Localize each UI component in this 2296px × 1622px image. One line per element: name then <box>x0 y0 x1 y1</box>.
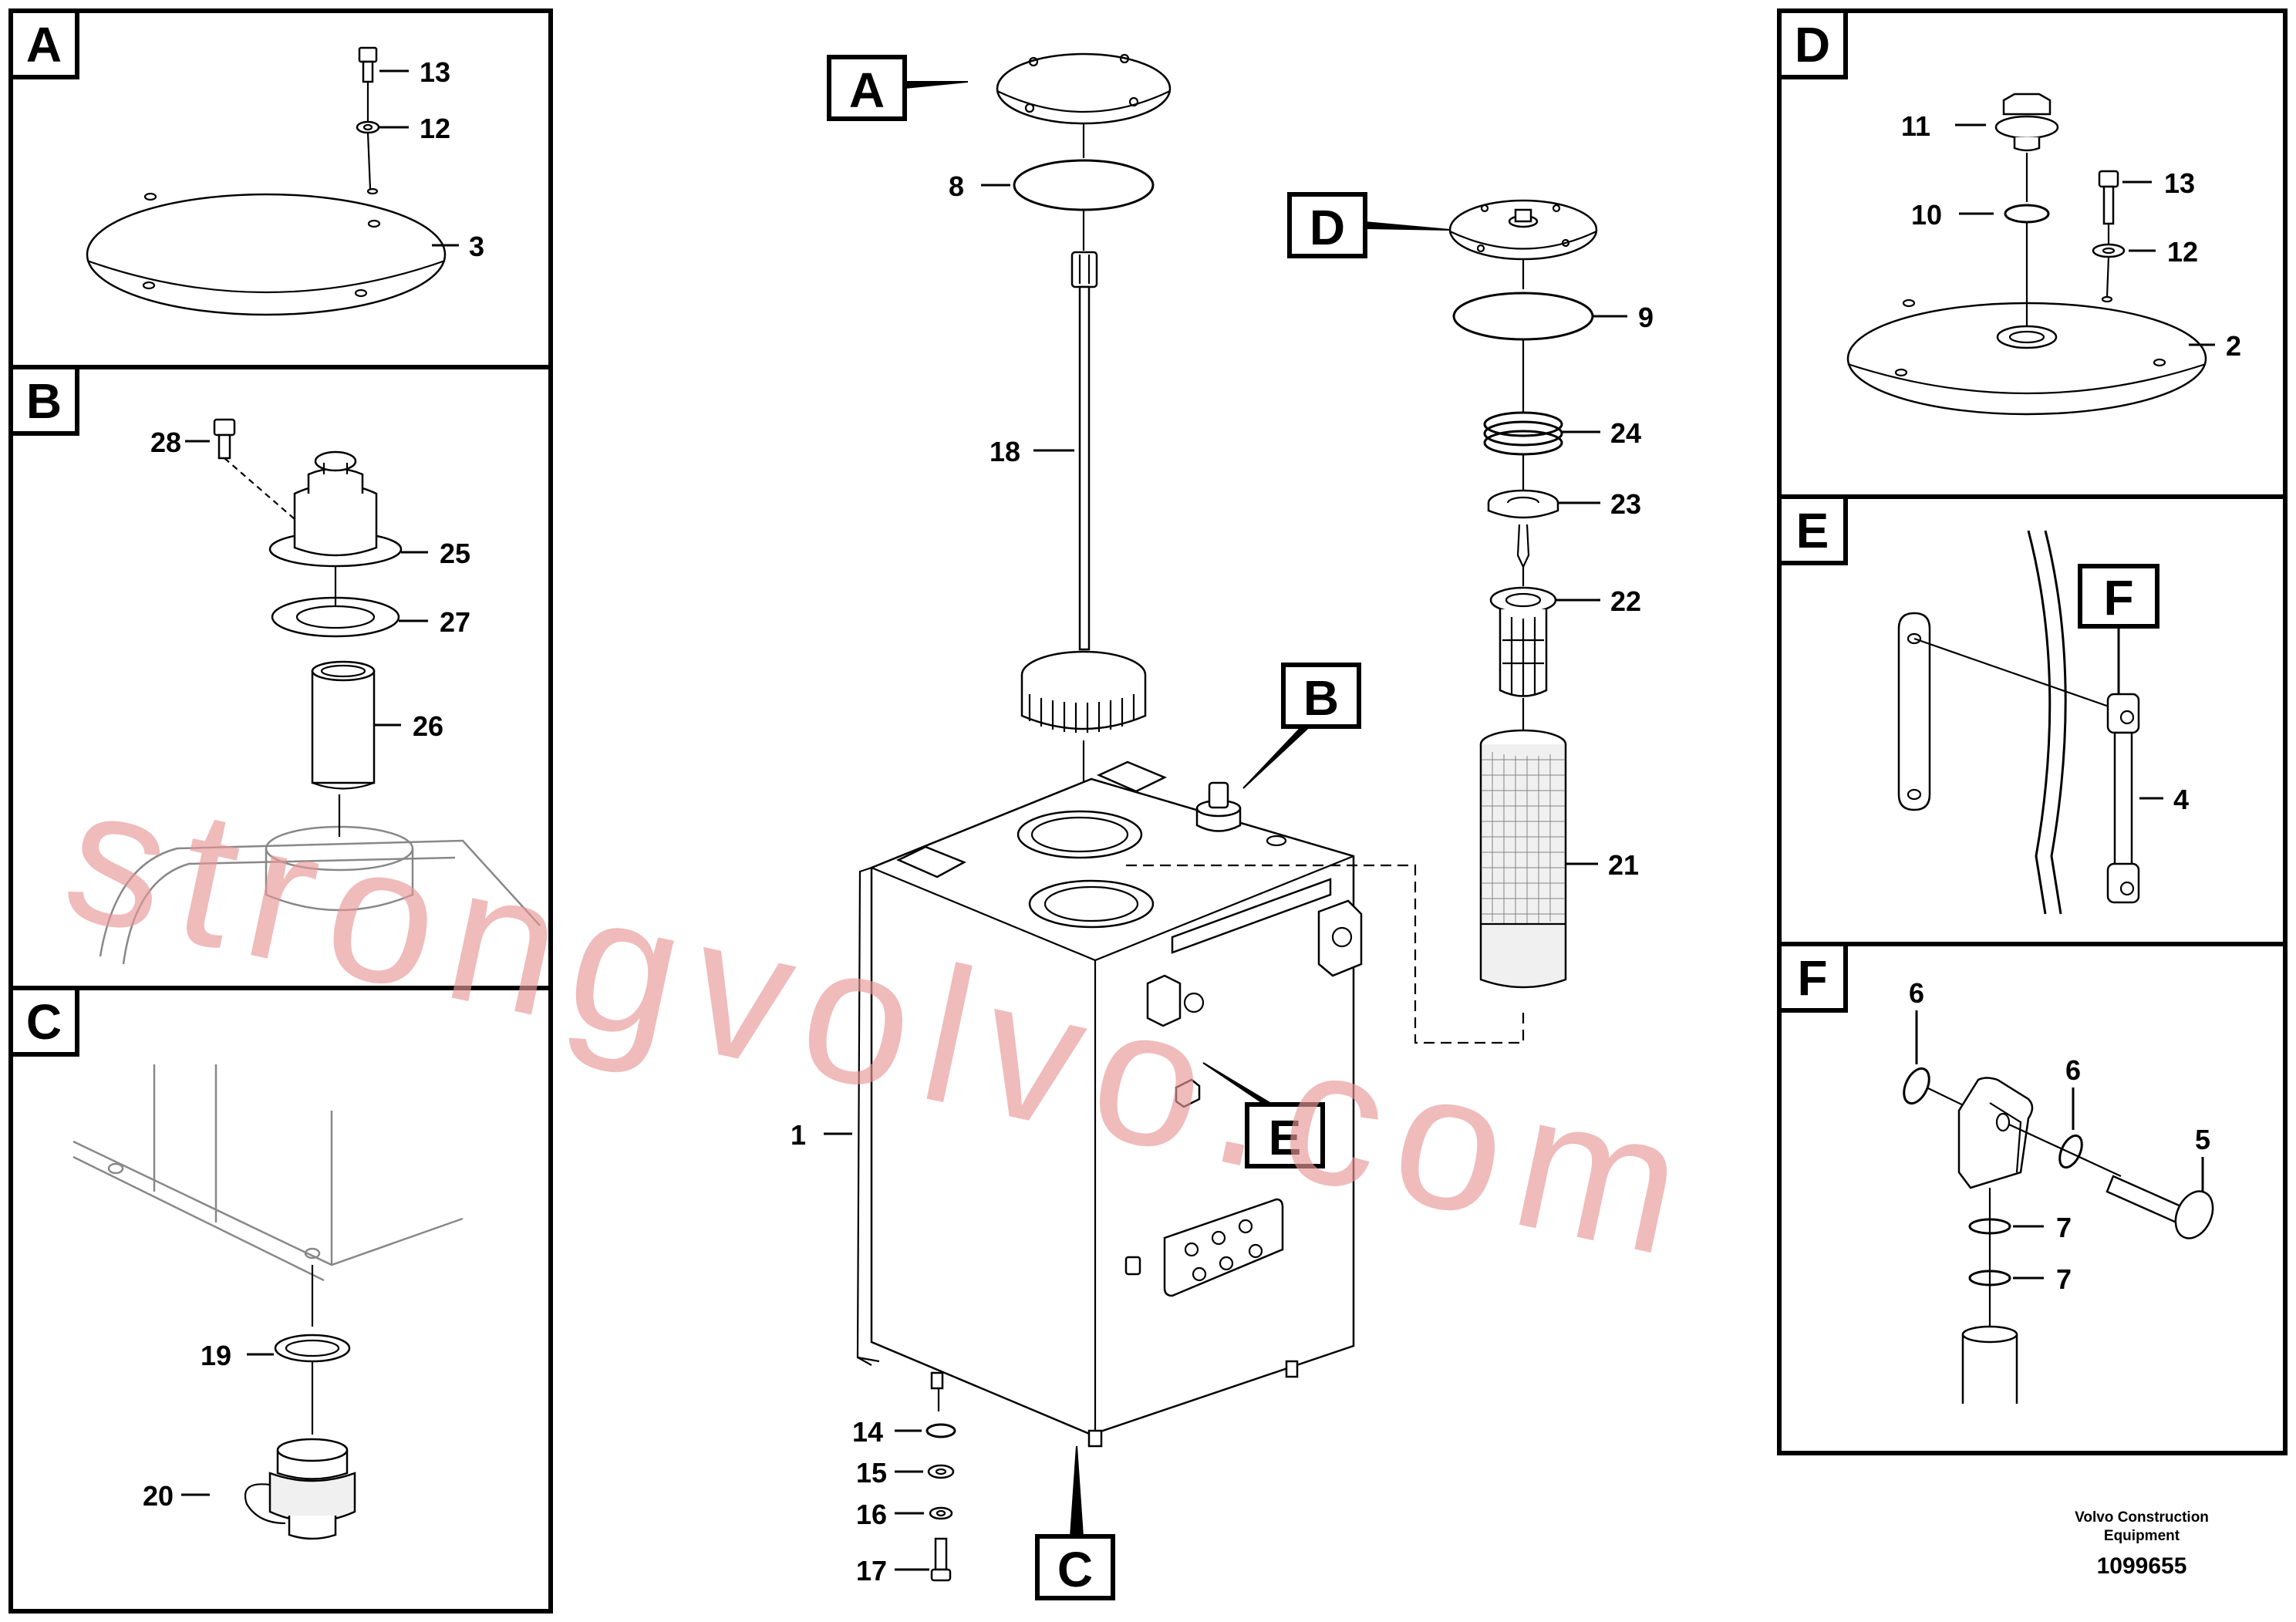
callout-25: 25 <box>440 538 470 569</box>
callout-3: 3 <box>469 231 484 262</box>
main-label-c-box <box>1035 1534 1115 1600</box>
panel-f-label-box <box>1777 942 1848 1013</box>
spring-24 <box>1483 411 1563 437</box>
main-label-b: B <box>1303 670 1339 726</box>
callout-9: 9 <box>1638 302 1654 333</box>
callout-6-left: 6 <box>1909 977 1924 1009</box>
panel-b-label-box <box>8 365 79 436</box>
callout-23: 23 <box>1610 488 1641 520</box>
panel-e-label-box <box>1777 494 1848 565</box>
main-label-e-box <box>1245 1102 1325 1168</box>
screw-28 <box>213 418 236 437</box>
callout-7-top: 7 <box>2056 1212 2072 1243</box>
side-port <box>1317 899 1363 977</box>
callout-11: 11 <box>1901 110 1930 142</box>
callout-24: 24 <box>1610 417 1641 449</box>
brand-line-1: Volvo Construction <box>2075 1509 2209 1526</box>
washer-15 <box>927 1464 955 1479</box>
panel-c-label: C <box>26 994 62 1050</box>
tank-opening-a <box>1028 879 1155 929</box>
callout-8: 8 <box>949 170 964 202</box>
banjo-bolt-5 <box>2106 1175 2184 1224</box>
top-plate-right <box>1096 760 1168 793</box>
panel-a-label: A <box>26 17 62 73</box>
main-label-c: C <box>1057 1542 1093 1597</box>
callout-21: 21 <box>1608 849 1639 881</box>
plug-11 <box>1994 115 2059 140</box>
callout-18: 18 <box>990 436 1020 467</box>
filter-26 <box>311 669 376 784</box>
panel-d-label: D <box>1795 17 1830 73</box>
panel-b-label: B <box>26 373 62 429</box>
callout-28: 28 <box>150 427 181 458</box>
washer-12-d <box>2092 243 2126 258</box>
callout-15: 15 <box>856 1457 887 1489</box>
tube <box>1961 1334 2018 1404</box>
o-ring-9 <box>1452 292 1594 341</box>
panel-a-label-box <box>8 8 79 79</box>
callout-12: 12 <box>420 113 450 144</box>
main-label-d: D <box>1310 200 1345 255</box>
callout-10: 10 <box>1911 199 1942 231</box>
callout-5: 5 <box>2195 1124 2210 1155</box>
callout-16: 16 <box>856 1499 887 1530</box>
cover-a <box>996 52 1172 125</box>
callout-19: 19 <box>201 1340 231 1371</box>
bolt-13 <box>358 46 378 63</box>
o-ring-6-right <box>2058 1134 2083 1169</box>
panel-d-label-box <box>1777 8 1848 79</box>
callout-22: 22 <box>1610 585 1641 617</box>
callout-12-d: 12 <box>2167 236 2198 268</box>
callout-26: 26 <box>413 710 443 742</box>
callout-6-right: 6 <box>2065 1054 2081 1086</box>
panel-c-label-box <box>8 986 79 1057</box>
washer-16 <box>929 1506 953 1520</box>
tank-opening-b <box>1017 810 1143 859</box>
nut <box>1070 251 1098 288</box>
callout-1: 1 <box>791 1119 806 1151</box>
return-filter-stack: D 9 24 23 22 <box>1287 192 1654 989</box>
callout-27: 27 <box>440 606 470 638</box>
brand-block: Volvo Construction Equipment 1099655 <box>2075 1509 2209 1579</box>
callout-13: 13 <box>420 56 450 88</box>
bolt-13-d <box>2098 170 2119 188</box>
main-label-d-box <box>1287 192 1367 258</box>
main-label-e: E <box>1269 1110 1302 1165</box>
callout-7-bottom: 7 <box>2056 1263 2072 1295</box>
o-ring-6-left <box>1903 1067 1930 1105</box>
panel-f-label: F <box>1797 950 1827 1006</box>
detail-panel-a: A 13 12 3 <box>8 8 553 369</box>
callout-13-d: 13 <box>2164 167 2195 199</box>
gauge-mount <box>1146 974 1182 1027</box>
rod-18 <box>1078 285 1091 651</box>
callout-17: 17 <box>856 1555 887 1587</box>
detail-panel-f: F 6 6 5 7 7 <box>1777 942 2288 1455</box>
main-label-b-box <box>1281 663 1361 729</box>
bracket <box>1897 612 1931 811</box>
basket-22 <box>1489 586 1557 614</box>
detail-f-marker-label: F <box>2103 570 2133 626</box>
callout-4: 4 <box>2173 784 2189 815</box>
detail-panel-e: E 4 F <box>1777 494 2288 946</box>
o-ring-10 <box>2004 204 2050 224</box>
panel-e-label: E <box>1796 503 1829 558</box>
ring-14 <box>925 1423 956 1438</box>
main-label-a: A <box>849 62 885 118</box>
document-number: 1099655 <box>2097 1553 2187 1579</box>
washer-12 <box>356 120 380 134</box>
callout-14: 14 <box>852 1416 883 1448</box>
main-assembly: A 8 18 <box>791 52 1525 1600</box>
brand-line-2: Equipment <box>2104 1528 2180 1544</box>
detail-panel-d: D 2 11 10 13 12 <box>1777 8 2288 499</box>
bolt-17 <box>934 1537 948 1571</box>
elbow-fitting <box>1957 1077 2034 1189</box>
callout-2: 2 <box>2226 330 2241 362</box>
callout-20: 20 <box>143 1480 174 1512</box>
detail-panel-c: C 19 20 <box>8 986 553 1614</box>
detail-panel-b: B 28 25 27 26 <box>8 365 553 990</box>
top-plate-left <box>896 845 966 878</box>
o-ring-8 <box>1013 159 1155 211</box>
cover-plate-3 <box>86 193 447 316</box>
